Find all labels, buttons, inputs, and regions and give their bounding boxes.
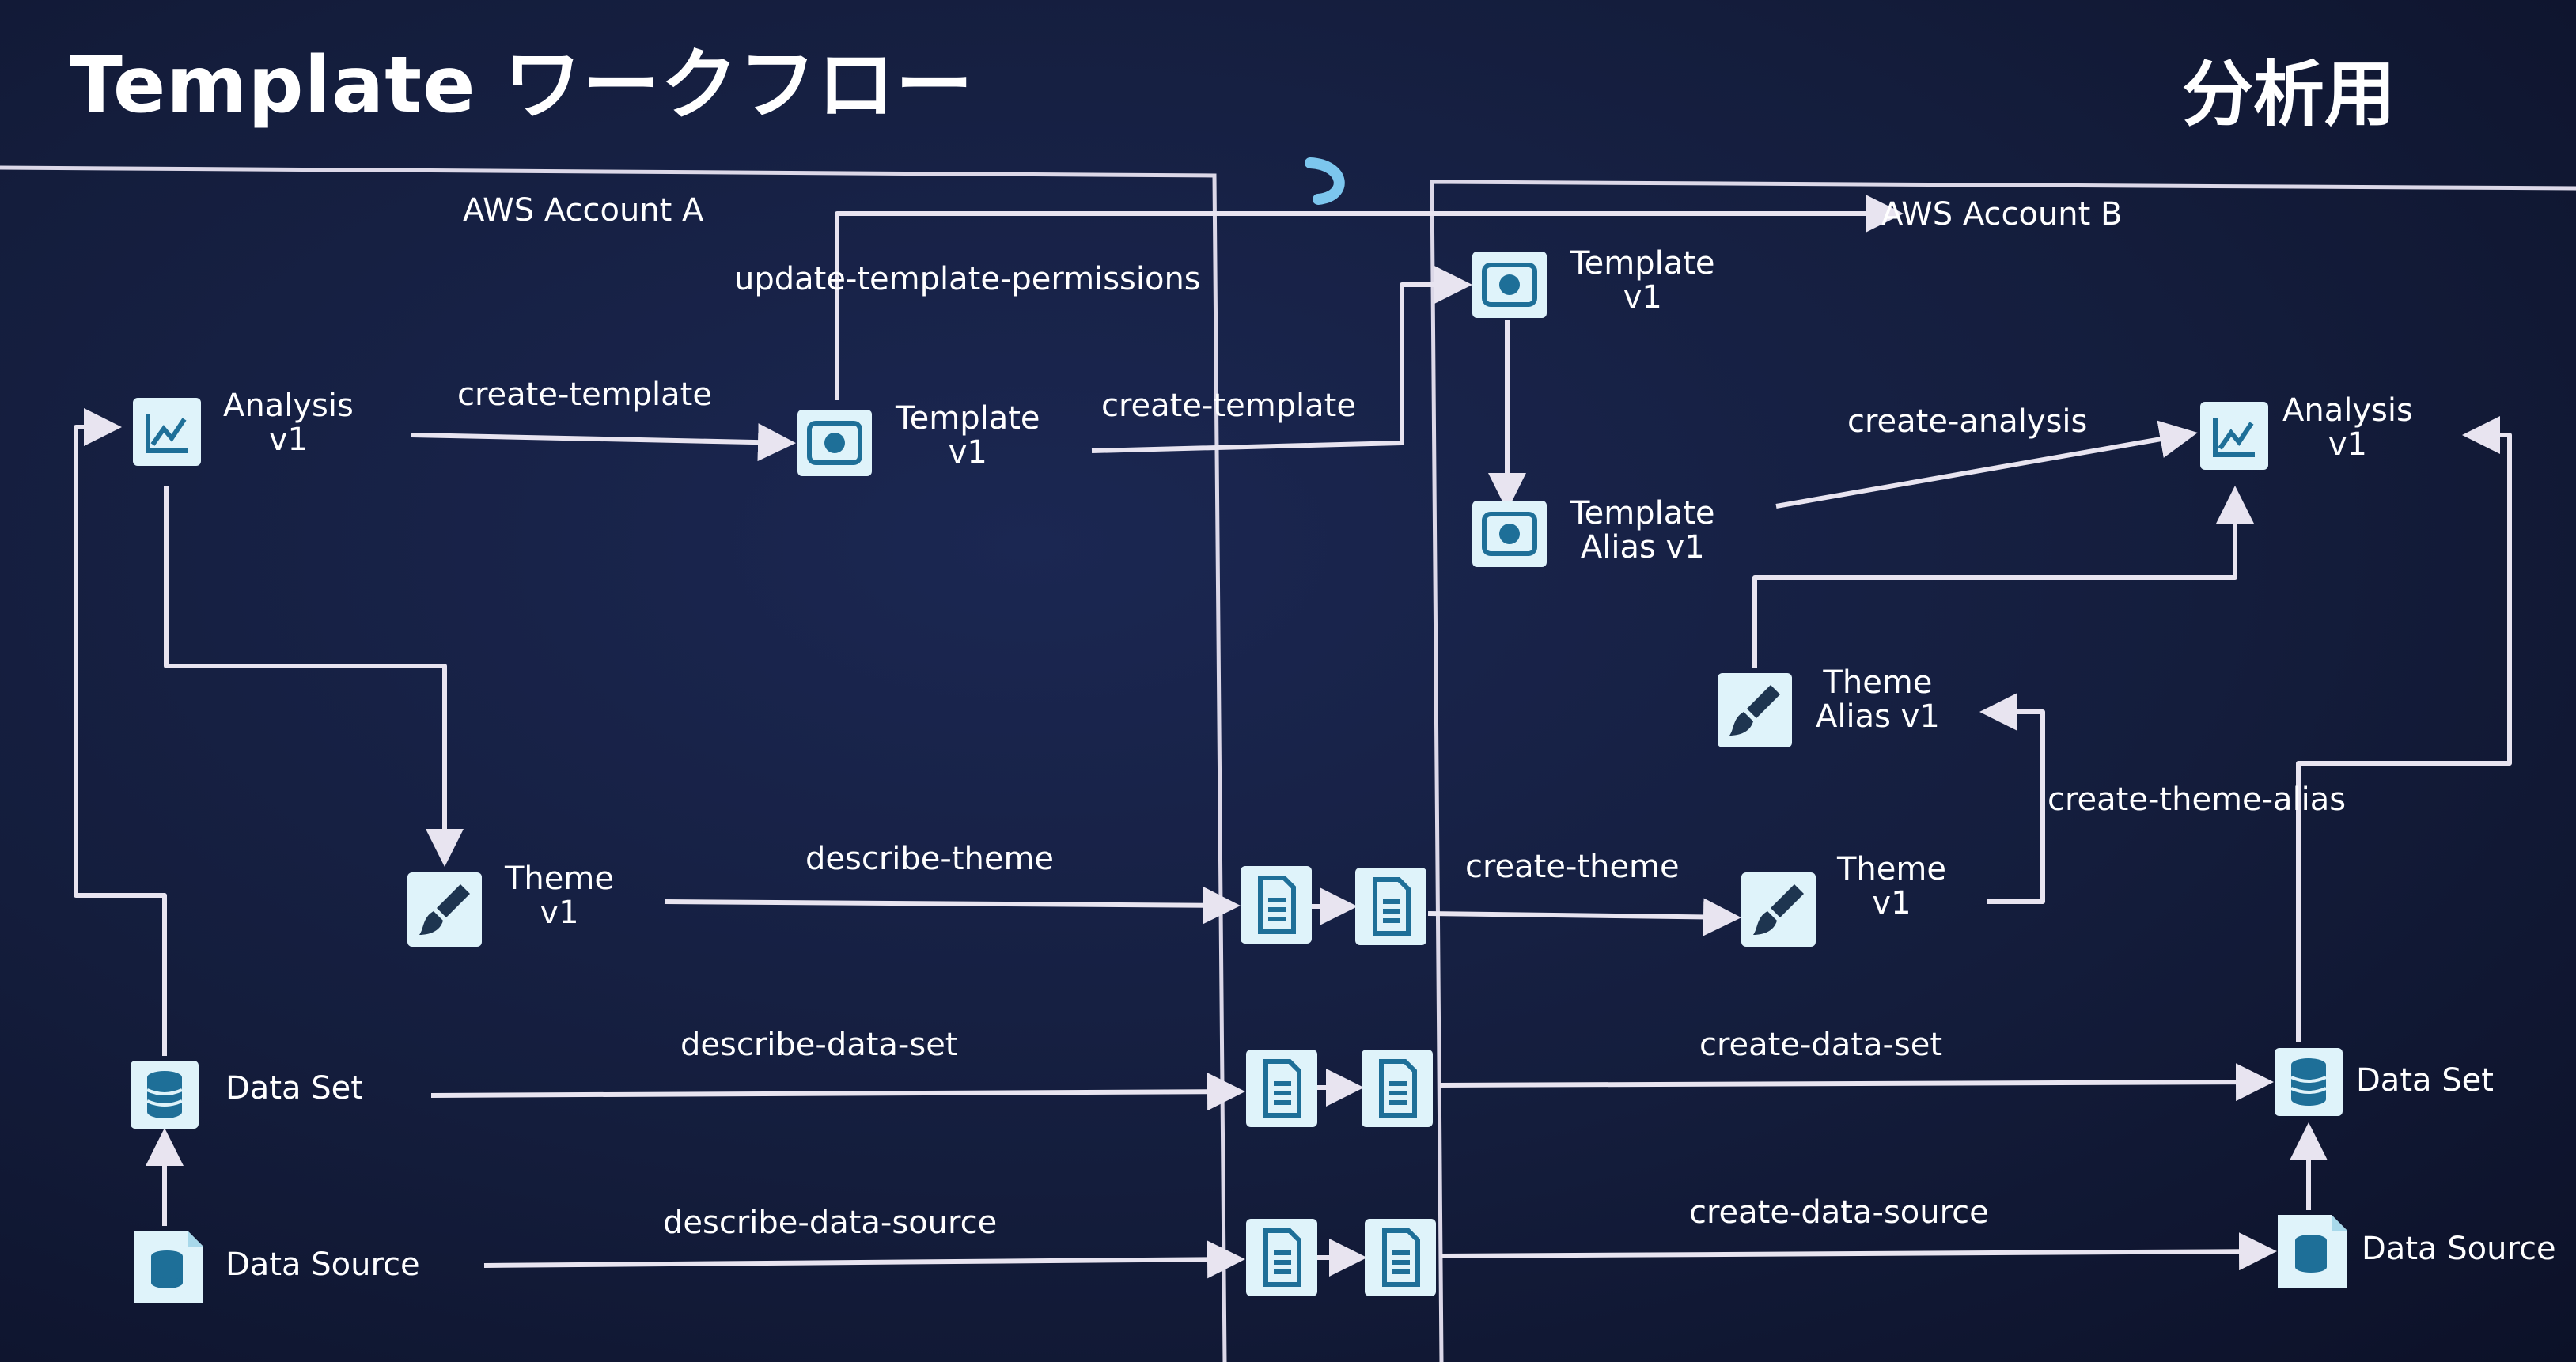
chevron-logo-icon (1305, 157, 1345, 205)
data-set-b-label: Data Set (2356, 1062, 2494, 1099)
edge-describe-data-source (483, 1240, 1245, 1279)
data-set-import-file-icon (1359, 1047, 1435, 1129)
theme-brush-icon (405, 870, 484, 949)
edge-label-describe-theme: describe-theme (805, 841, 1055, 877)
data-source-b-icon (2275, 1212, 2354, 1291)
account-b-label: AWS Account B (1881, 196, 2123, 233)
edge-label-create-data-set: create-data-set (1699, 1027, 1943, 1063)
edge-create-data-source (1441, 1232, 2277, 1271)
data-source-export-file-icon (1244, 1216, 1320, 1299)
edge-create-template-a (411, 423, 796, 462)
edge-describe-theme (664, 886, 1241, 925)
page-subtitle: 分析用 (2182, 53, 2396, 136)
theme-alias-brush-icon (1715, 671, 1794, 750)
edge-create-analysis (1775, 420, 2198, 509)
page-title: Template ワークフロー (70, 40, 974, 131)
theme-import-file-icon (1353, 865, 1429, 948)
edge-dataset-to-analysis-b (2296, 416, 2512, 1042)
data-set-a-label: Data Set (225, 1070, 363, 1107)
data-set-export-file-icon (1244, 1047, 1320, 1129)
data-source-a-label: Data Source (225, 1247, 420, 1283)
edge-theme-to-analysis-a (164, 486, 464, 867)
data-source-import-file-icon (1362, 1216, 1438, 1299)
edge-label-create-template-b: create-template (1101, 388, 1356, 424)
account-a-label: AWS Account A (463, 192, 704, 229)
account-a-boundary (0, 165, 1227, 1362)
edge-label-create-data-source: create-data-source (1689, 1194, 1989, 1231)
theme-b-brush-icon (1739, 870, 1818, 949)
edge-create-data-set (1439, 1063, 2274, 1102)
edge-label-create-template-a: create-template (457, 376, 712, 413)
analysis-b-icon (2198, 399, 2271, 472)
edge-update-template-permissions (835, 195, 1904, 400)
data-set-icon (128, 1058, 201, 1131)
template-b-icon (1470, 249, 1549, 320)
template-alias-icon (1470, 498, 1549, 569)
edge-label-update-template-permissions: update-template-permissions (734, 261, 1201, 297)
edge-describe-data-set (430, 1073, 1245, 1111)
edge-label-create-theme: create-theme (1465, 849, 1680, 885)
account-b-boundary (1430, 180, 2576, 1362)
edge-create-template-b (1091, 266, 1472, 453)
data-set-b-icon (2272, 1046, 2345, 1118)
edge-label-describe-data-source: describe-data-source (663, 1205, 998, 1241)
analysis-icon (131, 395, 203, 468)
edge-create-theme (1427, 898, 1741, 936)
template-icon (795, 407, 874, 479)
edge-label-create-analysis: create-analysis (1847, 403, 2088, 440)
data-source-b-label: Data Source (2362, 1231, 2556, 1267)
edge-dataset-to-analysis-a (74, 408, 167, 1056)
theme-export-file-icon (1238, 864, 1314, 946)
data-source-icon (131, 1228, 210, 1307)
edge-create-theme-alias (1979, 693, 2045, 904)
edge-label-create-theme-alias: create-theme-alias (2048, 781, 2347, 818)
edge-label-describe-data-set: describe-data-set (680, 1027, 958, 1063)
edge-theme-alias-to-analysis (1752, 486, 2254, 668)
